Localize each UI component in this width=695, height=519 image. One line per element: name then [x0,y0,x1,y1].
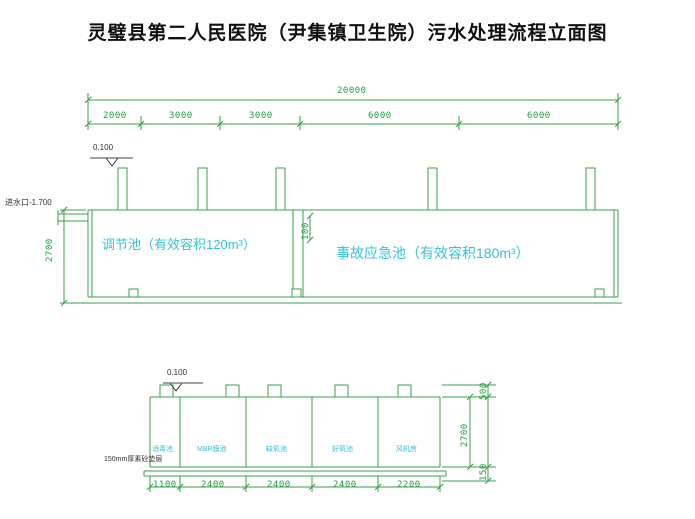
elevation-label-upper: 0.100 [93,143,114,152]
dim-tank-height: 2700 [45,238,55,262]
roof-hatch [159,384,174,398]
compartment-label-5: 风机房 [396,446,417,453]
regulating-tank-label: 调节池（有效容积120m³） [102,237,256,252]
compartment-label-1: 消毒池 [152,446,173,453]
dim-right-bottom: 150 [479,463,489,481]
dim-width-5: 2200 [397,480,421,490]
elevation-symbol-lower [163,382,203,392]
dim-segment-5: 6000 [527,111,551,121]
inlet-pipe [57,210,88,225]
compartment-label-2: MBR膜池 [197,446,227,453]
dim-width-2: 2400 [201,480,225,490]
dim-segment-3: 3000 [249,111,273,121]
wall-column [585,167,596,211]
dim-width-3: 2400 [267,480,291,490]
drawing-title: 灵璧县第二人民医院（尹集镇卫生院）污水处理流程立面图 [87,23,608,44]
dim-total: 20000 [337,86,367,96]
compartment-label-4: 好氧池 [332,446,353,453]
roof-hatch [225,384,240,398]
left-height-dimension [60,206,86,307]
wall-column [117,167,128,211]
wall-column [197,167,208,211]
roof-hatch [397,384,412,398]
dim-right-top: 500 [479,382,489,400]
dim-segment-4: 6000 [368,111,392,121]
elevation-symbol-upper [90,157,133,167]
roof-hatch [267,384,282,398]
upper-dimension-lines [87,93,619,130]
wall-column [275,167,286,211]
footing [594,288,605,298]
elevation-label-lower: 0.100 [167,368,188,377]
lower-right-dimension [442,381,496,485]
dim-freeboard: 100 [301,222,311,240]
dim-right-middle: 2700 [460,423,470,447]
compartment-label-3: 缺氧池 [266,446,287,453]
lower-bottom-dimension [146,476,444,492]
footing [291,288,302,298]
base-layer-note: 150mm厚素砼垫层 [104,456,163,463]
footing [128,288,139,298]
roof-hatch [334,384,349,398]
upper-dimension-ticks [84,96,622,128]
dim-width-4: 2400 [333,480,357,490]
dim-width-1: 1100 [153,480,177,490]
dim-segment-2: 3000 [169,111,193,121]
freeboard-dimension [306,212,314,244]
wall-column [427,167,438,211]
emergency-tank-label: 事故应急池（有效容积180m³） [336,245,530,261]
lower-tank-outline [143,396,447,477]
inlet-label: 进水口-1.700 [5,198,52,207]
upper-tank-outline [84,209,622,304]
dim-segment-1: 2000 [103,111,127,121]
